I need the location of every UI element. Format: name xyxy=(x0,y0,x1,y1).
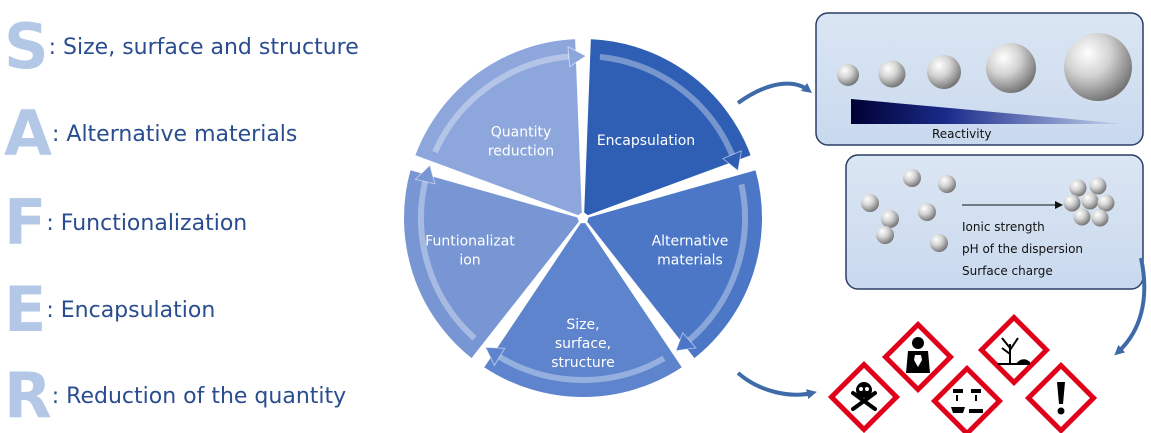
sphere xyxy=(1089,177,1107,195)
health-hazard-icon xyxy=(881,320,955,394)
acronym-text: : Encapsulation xyxy=(46,297,216,323)
cycle-arrowhead xyxy=(567,45,587,68)
cycle-arrow xyxy=(418,178,477,341)
cycle-arrow xyxy=(685,183,748,345)
sphere xyxy=(1064,33,1132,101)
sphere xyxy=(1081,192,1099,210)
connector-arrow xyxy=(1114,257,1147,356)
acronym-item-a: A : Alternative materials xyxy=(4,97,298,170)
cycle-arrow xyxy=(432,53,572,154)
cycle-arrowhead xyxy=(484,346,506,367)
cycle-segment-label: reduction xyxy=(488,144,554,160)
cycle-segment xyxy=(412,37,584,218)
cycle-segment-label: structure xyxy=(551,355,615,371)
reactivity-gradient-bar xyxy=(851,99,1125,124)
cycle-arrowhead xyxy=(721,149,742,172)
acronym-letter: S xyxy=(4,10,49,83)
cycle-segment-label: ion xyxy=(459,253,480,269)
cycle-segment xyxy=(481,221,685,399)
cycle-segment-label: materials xyxy=(657,253,723,269)
environment-hazard-icon xyxy=(977,313,1051,387)
cycle-segment-label: Alternative xyxy=(652,234,729,250)
acronym-letter: E xyxy=(4,273,47,346)
acronym-letter: R xyxy=(4,359,52,432)
cycle-segment xyxy=(402,167,582,361)
acronym-item-e: E : Encapsulation xyxy=(4,273,216,346)
aggregation-label: Surface charge xyxy=(962,264,1053,278)
sphere xyxy=(837,64,859,86)
acronym-item-s: S : Size, surface and structure xyxy=(4,10,359,83)
sphere xyxy=(1091,209,1109,227)
cycle-arrowhead xyxy=(414,164,436,185)
cycle-segment xyxy=(584,167,764,361)
cycle-segment-label: Encapsulation xyxy=(597,133,695,149)
reactivity-label: Reactivity xyxy=(932,127,991,141)
acronym-letter: A xyxy=(4,97,52,170)
cycle-arrowhead xyxy=(675,331,697,352)
cycle-segment-label: surface, xyxy=(555,336,611,352)
sphere xyxy=(1073,208,1091,226)
connector-arrow xyxy=(736,371,817,399)
sphere xyxy=(1063,194,1081,212)
sphere xyxy=(881,210,899,228)
connector-arrow xyxy=(736,81,812,105)
acronym-text: : Alternative materials xyxy=(51,121,298,147)
hazard-pictograms xyxy=(827,313,1098,433)
acronym-text: : Size, surface and structure xyxy=(48,34,359,60)
sphere xyxy=(903,169,921,187)
exclamation-mark-icon xyxy=(1024,361,1098,433)
cycle-segment xyxy=(582,37,754,218)
sphere xyxy=(1069,179,1087,197)
cycle-segment-label: Size, xyxy=(566,317,599,333)
aggregation-label: Ionic strength xyxy=(962,220,1045,234)
reactivity-panel: Reactivity xyxy=(815,12,1144,146)
sphere xyxy=(918,203,936,221)
sphere xyxy=(927,55,961,89)
sphere xyxy=(938,175,956,193)
cycle-segment-label: Quantity xyxy=(491,125,552,141)
skull-and-crossbones-icon xyxy=(827,360,901,433)
aggregation-arrowhead xyxy=(1055,201,1063,209)
cycle-arrow xyxy=(495,352,666,383)
sphere xyxy=(878,60,906,88)
acronym-text: : Reduction of the quantity xyxy=(51,383,347,409)
aggregation-panel: Ionic strength pH of the dispersion Surf… xyxy=(845,154,1144,290)
acronym-item-f: F : Functionalization xyxy=(4,186,248,259)
acronym-text: : Functionalization xyxy=(46,210,248,236)
panel-box xyxy=(845,154,1144,290)
sphere xyxy=(1097,194,1115,212)
aggregation-label: pH of the dispersion xyxy=(962,242,1083,256)
sphere xyxy=(986,43,1036,93)
corrosion-icon xyxy=(930,364,1004,433)
acronym-item-r: R : Reduction of the quantity xyxy=(4,359,347,432)
cycle-segment-label: Funtionalizat xyxy=(425,234,515,250)
acronym-letter: F xyxy=(4,186,47,259)
sphere xyxy=(876,226,894,244)
sphere xyxy=(861,194,879,212)
cycle-arrow xyxy=(599,53,736,159)
sphere xyxy=(930,234,948,252)
